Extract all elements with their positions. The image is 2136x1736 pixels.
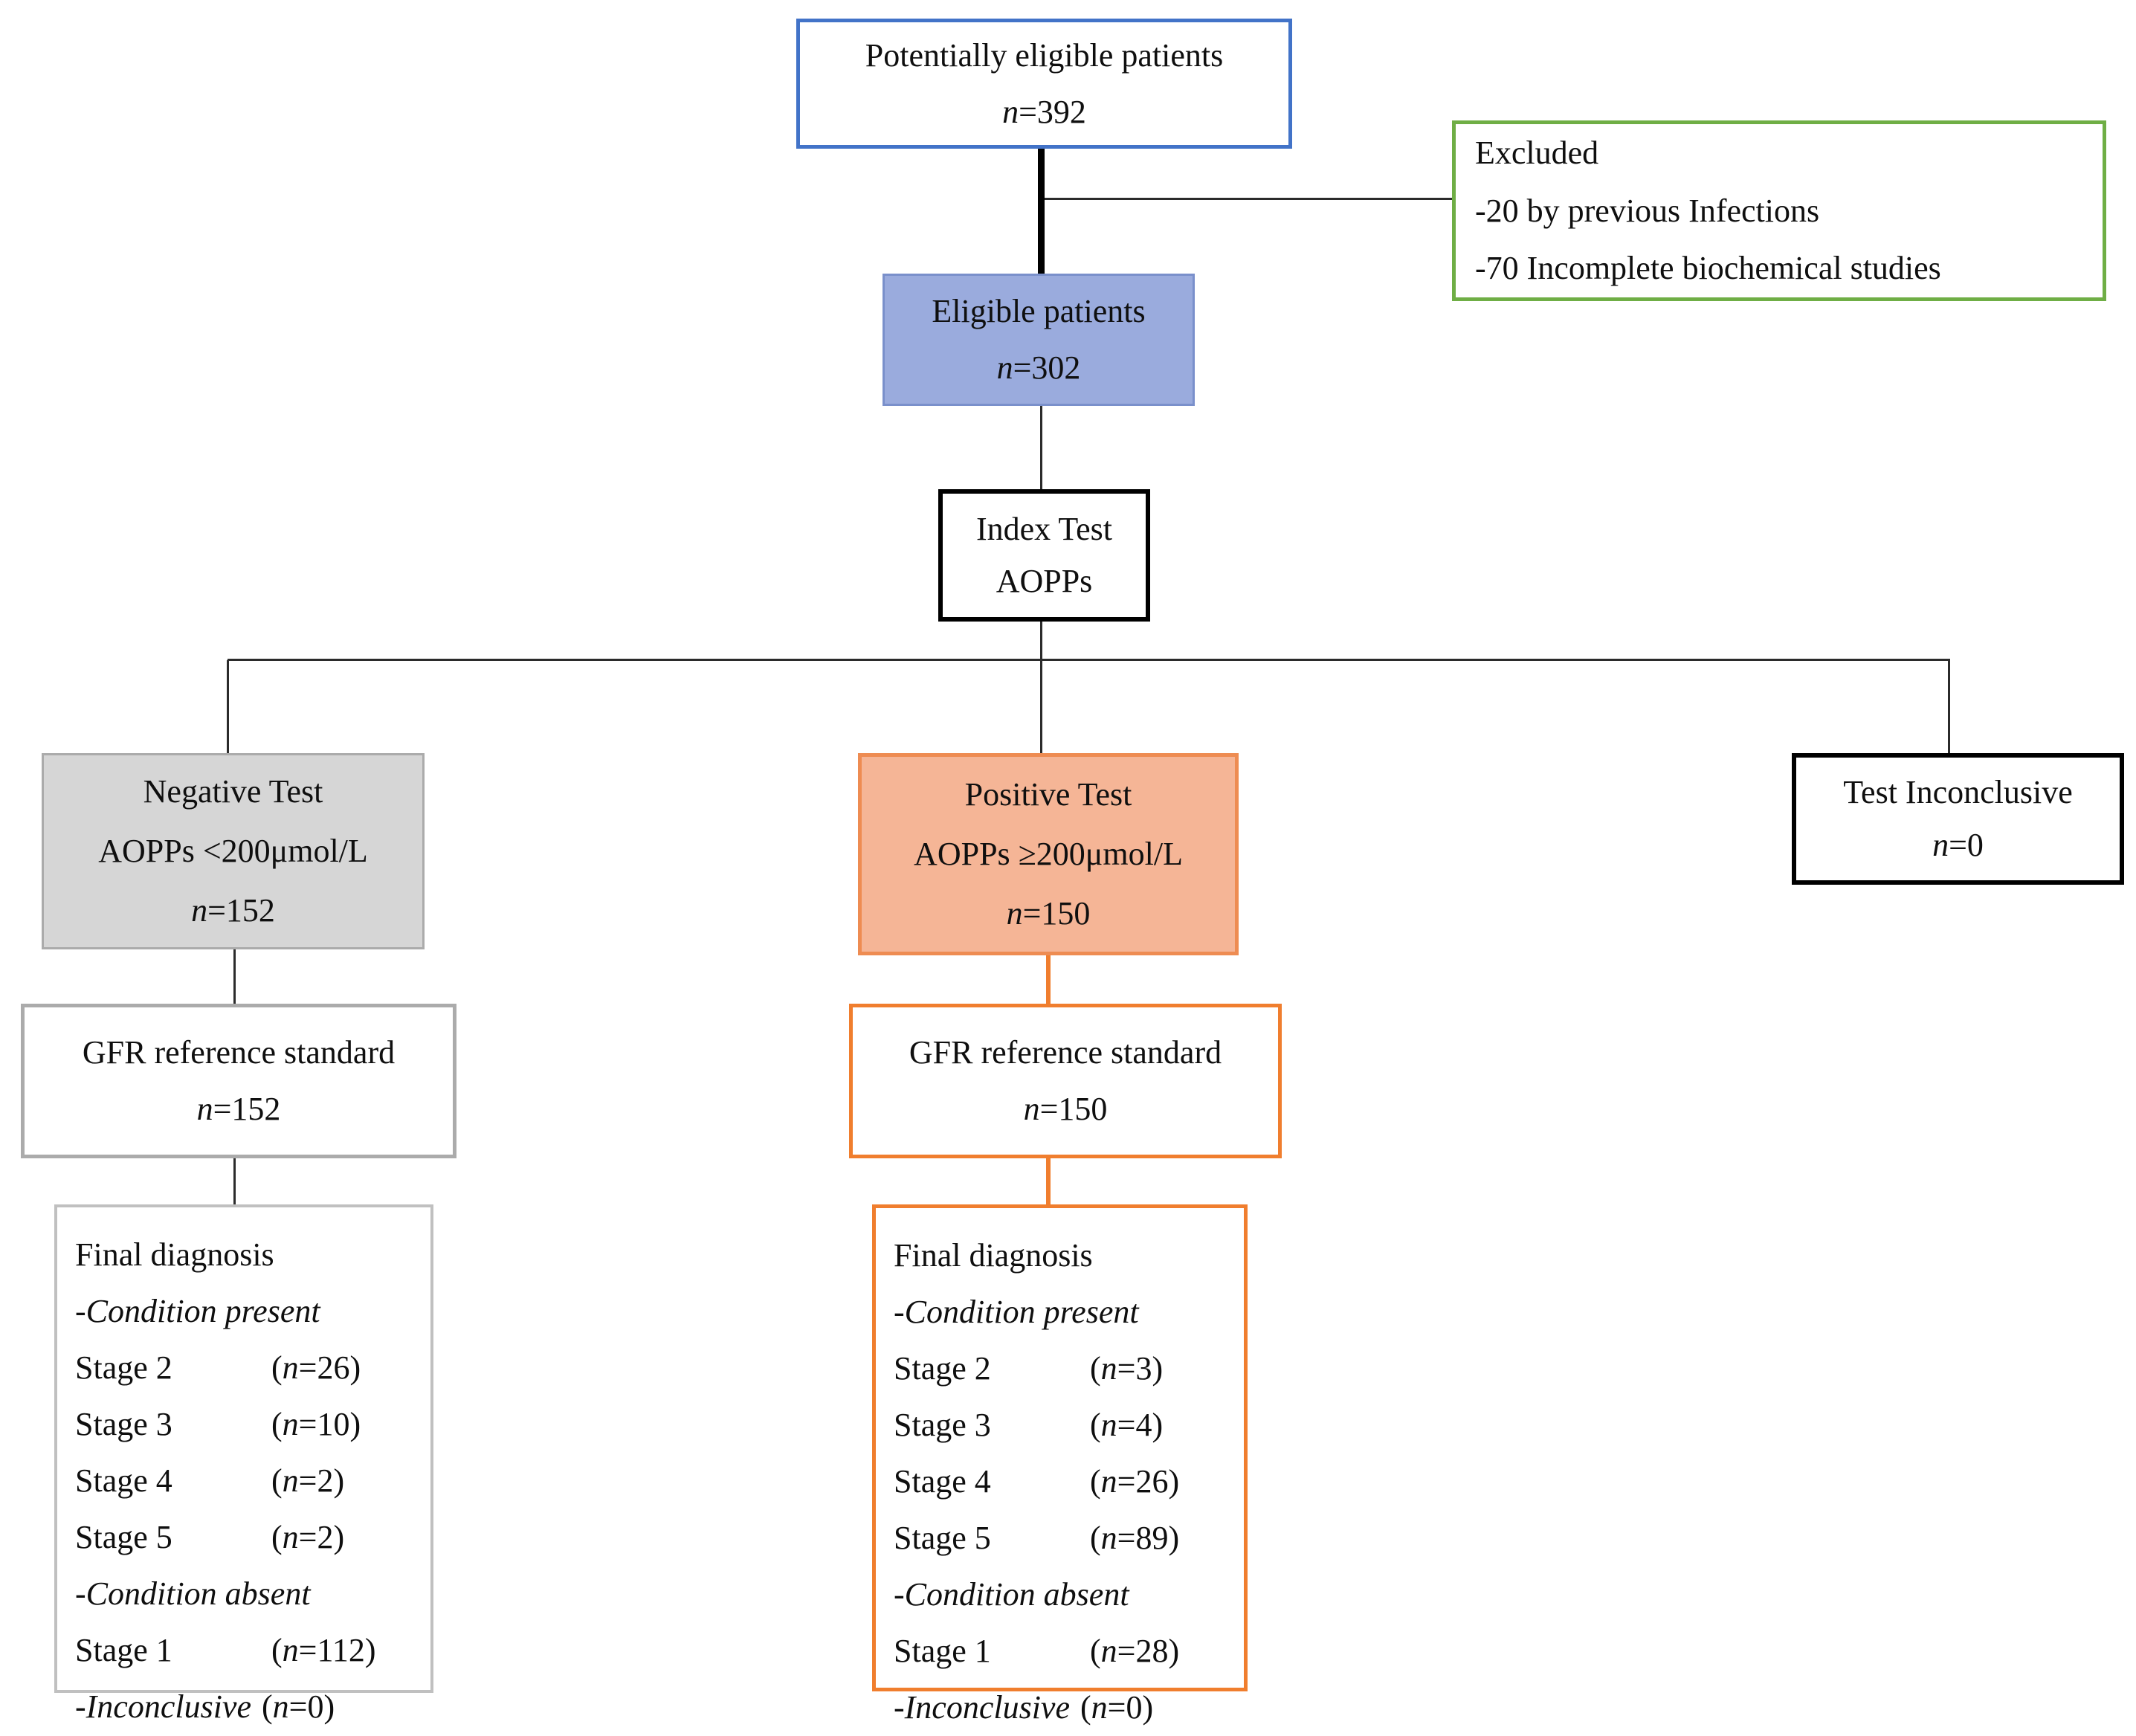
stage-row: Stage 3(n=4) — [894, 1407, 1164, 1443]
gfr-reference-positive-box: GFR reference standard n=150 — [849, 1004, 1282, 1158]
branch-drop-inconclusive — [1948, 660, 1950, 753]
index-test-name: AOPPs — [996, 563, 1093, 599]
gfr-negative-count: n=152 — [196, 1091, 281, 1127]
gfr-reference-negative-box: GFR reference standard n=152 — [21, 1004, 456, 1158]
positive-test-count: n=150 — [1006, 895, 1091, 932]
stage-row: Stage 5(n=89) — [894, 1520, 1180, 1556]
positive-test-box: Positive Test AOPPs ≥200μmol/L n=150 — [858, 753, 1239, 955]
inconclusive-row: -Inconclusive(n=0) — [75, 1688, 335, 1725]
stage-row: Stage 2(n=26) — [75, 1349, 361, 1386]
eligible-count: n=302 — [996, 349, 1081, 386]
excluded-title: Excluded — [1475, 135, 1599, 172]
final-diagnosis-negative-box: Final diagnosis -Condition present Stage… — [54, 1204, 433, 1725]
test-inconclusive-count: n=0 — [1932, 826, 1984, 863]
connector-gfr-to-final-positive — [1046, 1157, 1051, 1204]
negative-test-threshold: AOPPs <200μmol/L — [98, 832, 368, 869]
connector-negative-to-gfr — [233, 949, 236, 1004]
stage-row: Stage 5(n=2) — [75, 1519, 345, 1555]
positive-test-label: Positive Test — [964, 775, 1132, 813]
excluded-item-biochemical: -70 Incomplete biochemical studies — [1475, 250, 1941, 287]
stage-row: Stage 1(n=112) — [75, 1632, 376, 1668]
stage-row: Stage 4(n=26) — [894, 1463, 1180, 1500]
condition-absent-heading: -Condition absent — [894, 1576, 1129, 1613]
branch-horizontal-line — [228, 659, 1950, 661]
potentially-eligible-count: n=392 — [1002, 93, 1086, 130]
final-diagnosis-positive-box: Final diagnosis -Condition present Stage… — [872, 1204, 1248, 1726]
excluded-item-infections: -20 by previous Infections — [1475, 192, 1820, 229]
condition-present-heading: -Condition present — [894, 1294, 1139, 1330]
potentially-eligible-box: Potentially eligible patients n=392 — [796, 19, 1292, 149]
gfr-positive-count: n=150 — [1023, 1091, 1108, 1127]
eligible-box: Eligible patients n=302 — [883, 274, 1195, 406]
potentially-eligible-label: Potentially eligible patients — [865, 36, 1224, 74]
connector-to-excluded — [1045, 198, 1452, 200]
negative-test-box: Negative Test AOPPs <200μmol/L n=152 — [42, 753, 425, 949]
connector-top-to-eligible — [1038, 148, 1045, 274]
stage-row: Stage 3(n=10) — [75, 1406, 361, 1442]
branch-drop-negative — [227, 660, 229, 753]
stage-row: Stage 4(n=2) — [75, 1462, 345, 1499]
index-test-box: Index Test AOPPs — [938, 489, 1150, 622]
index-test-label: Index Test — [975, 510, 1113, 547]
final-positive-title: Final diagnosis — [894, 1237, 1093, 1274]
excluded-box: Excluded -20 by previous Infections -70 … — [1452, 120, 2106, 301]
test-inconclusive-box: Test Inconclusive n=0 — [1792, 753, 2124, 885]
condition-present-heading: -Condition present — [75, 1293, 320, 1329]
connector-index-to-branch — [1040, 621, 1042, 660]
stage-row: Stage 1(n=28) — [894, 1633, 1180, 1669]
positive-test-threshold: AOPPs ≥200μmol/L — [914, 835, 1183, 872]
negative-test-count: n=152 — [191, 892, 275, 929]
test-inconclusive-label: Test Inconclusive — [1843, 774, 2073, 811]
condition-absent-heading: -Condition absent — [75, 1575, 311, 1612]
connector-positive-to-gfr — [1046, 954, 1051, 1004]
eligible-label: Eligible patients — [932, 293, 1146, 330]
final-negative-title: Final diagnosis — [75, 1236, 274, 1273]
stage-row: Stage 2(n=3) — [894, 1350, 1164, 1387]
connector-gfr-to-final-negative — [233, 1157, 236, 1204]
gfr-positive-label: GFR reference standard — [909, 1034, 1222, 1071]
gfr-negative-label: GFR reference standard — [82, 1034, 396, 1071]
connector-eligible-to-index — [1040, 405, 1042, 489]
inconclusive-row: -Inconclusive(n=0) — [894, 1689, 1154, 1726]
branch-drop-positive — [1040, 660, 1042, 753]
negative-test-label: Negative Test — [143, 772, 323, 810]
